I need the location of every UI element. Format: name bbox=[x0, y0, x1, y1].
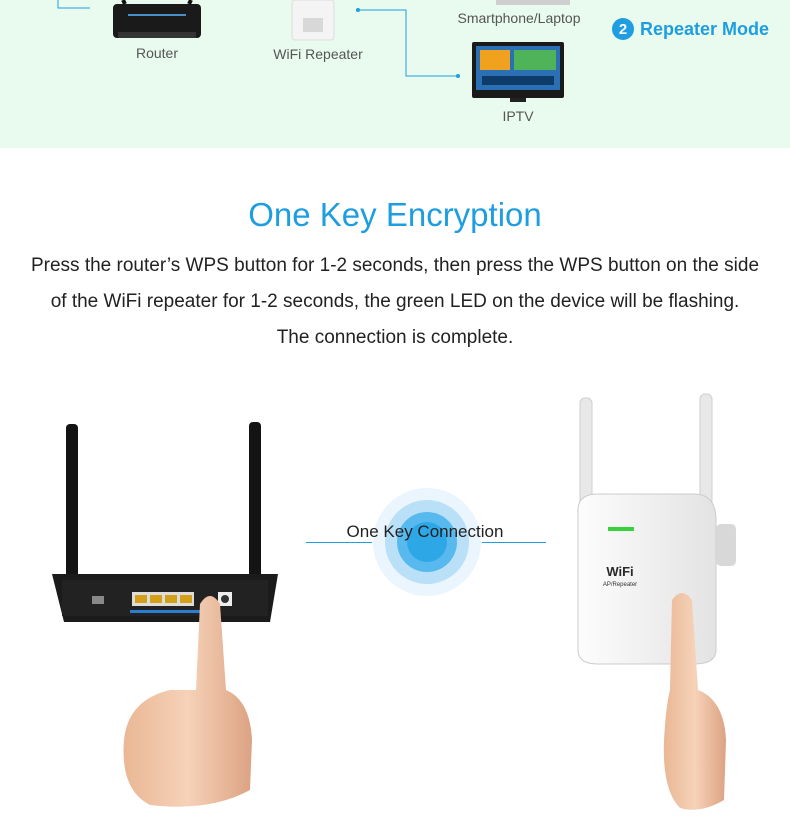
right-hand-image bbox=[663, 593, 726, 810]
router-label: Router bbox=[135, 45, 179, 61]
wifi-logo: WiFi bbox=[606, 564, 633, 579]
left-hand-image bbox=[123, 596, 252, 807]
laptop-image bbox=[496, 0, 570, 5]
connection-line-left bbox=[306, 542, 372, 543]
tv-label: IPTV bbox=[502, 108, 534, 124]
router-back-image bbox=[52, 422, 278, 622]
phone-label: Smartphone/Laptop bbox=[457, 10, 581, 26]
connector-line bbox=[358, 9, 458, 77]
connector-line bbox=[57, 0, 90, 9]
repeater-mode-badge: 2 Repeater Mode bbox=[612, 18, 769, 40]
connection-glow bbox=[373, 488, 481, 596]
description-line-2: of the WiFi repeater for 1-2 seconds, th… bbox=[50, 291, 740, 312]
wifi-logo-sub: AP/Repeater bbox=[603, 582, 637, 588]
mode-number: 2 bbox=[612, 18, 634, 40]
repeater-label: WiFi Repeater bbox=[273, 46, 363, 62]
repeater-image bbox=[291, 0, 335, 41]
network-diagram: Router WiFi Repeater Smartphone/Laptop I… bbox=[0, 0, 790, 148]
description-line-1: Press the router’s WPS button for 1-2 se… bbox=[30, 255, 760, 276]
repeater-front-image bbox=[577, 393, 736, 665]
router-image bbox=[113, 0, 201, 38]
connection-label: One Key Connection bbox=[346, 522, 504, 541]
description-line-3: The connection is complete. bbox=[276, 327, 514, 348]
tv-image bbox=[472, 42, 564, 102]
connection-line-right bbox=[482, 542, 546, 543]
mode-label: Repeater Mode bbox=[640, 18, 770, 39]
diagram-graphics bbox=[57, 0, 570, 102]
section-title: One Key Encryption bbox=[248, 196, 542, 233]
